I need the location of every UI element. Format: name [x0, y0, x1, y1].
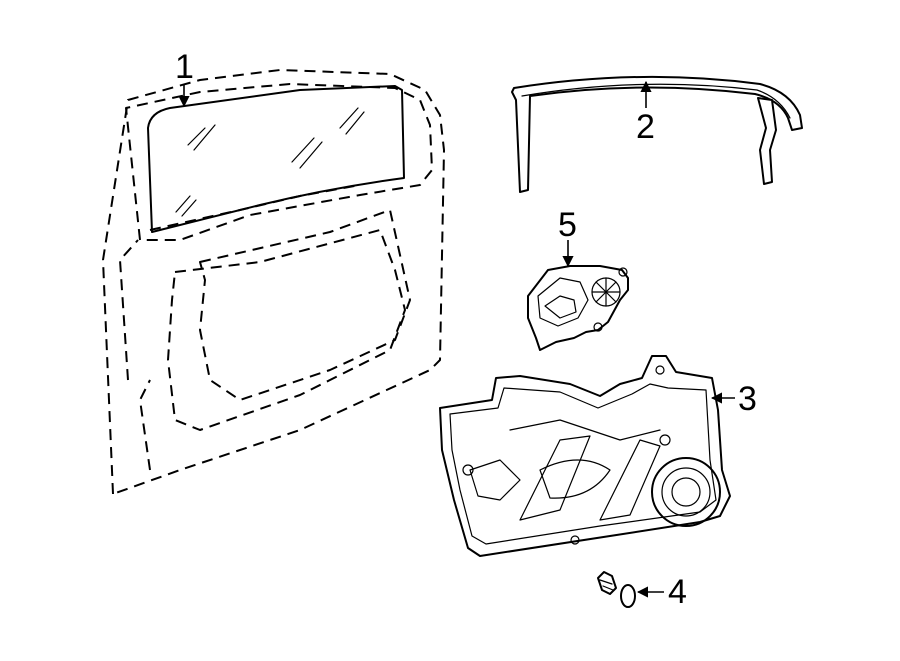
push-pin-clip — [597, 571, 636, 608]
window-regulator-panel — [439, 355, 731, 557]
callout-3: 3 — [738, 380, 757, 418]
callout-5: 5 — [558, 206, 577, 244]
callout-2: 2 — [636, 108, 655, 146]
glass-run-channel — [511, 75, 803, 193]
callout-1: 1 — [175, 48, 194, 86]
door-shell-outline — [102, 69, 445, 495]
door-glass — [147, 85, 405, 233]
window-motor — [527, 265, 629, 351]
callout-4: 4 — [668, 573, 687, 611]
